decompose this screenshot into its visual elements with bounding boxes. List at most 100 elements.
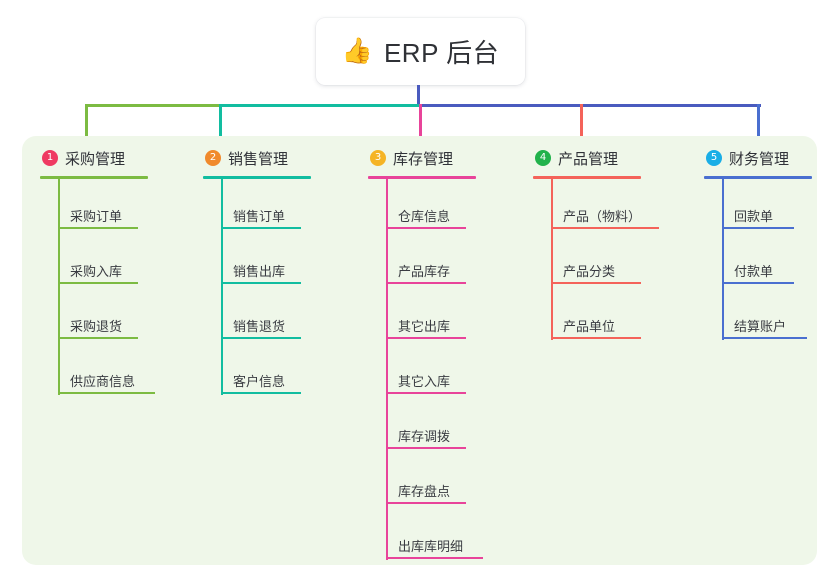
list-item[interactable]: 销售退货: [203, 289, 311, 344]
column-items-purchase: 采购订单采购入库采购退货供应商信息: [40, 179, 155, 399]
column-sales: 2 销售管理销售订单销售出库销售退货客户信息: [203, 146, 311, 399]
column-header-sales[interactable]: 2 销售管理: [203, 146, 311, 170]
bus-segment-teal: [219, 104, 422, 107]
list-item-label: 销售退货: [233, 319, 286, 334]
list-item-rule: [386, 227, 466, 229]
list-item-label: 产品（物料）: [563, 209, 642, 224]
list-item-label: 出库库明细: [398, 539, 464, 554]
list-item[interactable]: 采购入库: [40, 234, 148, 289]
column-rule-inventory: [368, 176, 476, 179]
list-item[interactable]: 产品分类: [533, 234, 641, 289]
column-header-finance[interactable]: 5 财务管理: [704, 146, 812, 170]
list-item[interactable]: 产品库存: [368, 234, 476, 289]
badge-number-2: 2: [205, 150, 221, 166]
list-item-rule: [58, 227, 138, 229]
list-item[interactable]: 客户信息: [203, 344, 311, 399]
root-node-erp-backend[interactable]: 👍 ERP 后台: [316, 18, 525, 85]
column-rule-product: [533, 176, 641, 179]
list-item[interactable]: 结算账户: [704, 289, 812, 344]
badge-number-4: 4: [535, 150, 551, 166]
thumbs-up-emoji: 👍: [341, 37, 373, 65]
list-item[interactable]: 库存调拨: [368, 399, 476, 454]
column-spine-finance: [722, 179, 724, 340]
list-item-label: 库存调拨: [398, 429, 451, 444]
list-item-label: 产品库存: [398, 264, 451, 279]
list-item-label: 客户信息: [233, 374, 286, 389]
column-title-sales: 销售管理: [228, 150, 289, 168]
list-item[interactable]: 仓库信息: [368, 179, 476, 234]
list-item[interactable]: 销售订单: [203, 179, 311, 234]
list-item-label: 采购订单: [70, 209, 123, 224]
list-item[interactable]: 供应商信息: [40, 344, 155, 399]
drop-finance: [757, 104, 760, 136]
column-spine-product: [551, 179, 553, 340]
list-item-label: 供应商信息: [70, 374, 136, 389]
badge-number-1: 1: [42, 150, 58, 166]
column-spine-inventory: [386, 179, 388, 560]
list-item[interactable]: 付款单: [704, 234, 812, 289]
column-spine-sales: [221, 179, 223, 395]
list-item-label: 产品分类: [563, 264, 616, 279]
column-finance: 5 财务管理回款单付款单结算账户: [704, 146, 812, 344]
bus-segment-green: [85, 104, 222, 107]
list-item[interactable]: 回款单: [704, 179, 812, 234]
list-item-rule: [221, 282, 301, 284]
list-item[interactable]: 产品单位: [533, 289, 641, 344]
column-title-finance: 财务管理: [729, 150, 790, 168]
drop-inventory: [419, 104, 422, 136]
list-item-label: 回款单: [734, 209, 774, 224]
list-item-rule: [221, 392, 301, 394]
list-item-label: 其它入库: [398, 374, 451, 389]
bus-segment-indigo: [419, 104, 761, 107]
root-node-content: 👍 ERP 后台: [342, 33, 499, 70]
list-item-rule: [386, 282, 466, 284]
drop-product: [580, 104, 583, 136]
list-item-rule: [386, 557, 483, 559]
list-item[interactable]: 其它入库: [368, 344, 476, 399]
list-item-label: 付款单: [734, 264, 774, 279]
list-item-rule: [386, 392, 466, 394]
list-item-label: 采购入库: [70, 264, 123, 279]
drop-purchase: [85, 104, 88, 136]
list-item[interactable]: 采购退货: [40, 289, 148, 344]
list-item[interactable]: 产品（物料）: [533, 179, 659, 234]
column-rule-sales: [203, 176, 311, 179]
column-rule-purchase: [40, 176, 148, 179]
list-item-label: 结算账户: [734, 319, 787, 334]
column-spine-purchase: [58, 179, 60, 395]
list-item[interactable]: 销售出库: [203, 234, 311, 289]
badge-number-5: 5: [706, 150, 722, 166]
drop-sales: [219, 104, 222, 136]
list-item-rule: [58, 282, 138, 284]
list-item-rule: [551, 282, 641, 284]
diagram-background-panel: [22, 136, 817, 565]
list-item-rule: [722, 337, 807, 339]
list-item-rule: [386, 447, 466, 449]
list-item-rule: [722, 227, 794, 229]
trunk-connector: [417, 85, 420, 107]
column-items-inventory: 仓库信息产品库存其它出库其它入库库存调拨库存盘点出库库明细: [368, 179, 483, 564]
column-title-inventory: 库存管理: [393, 150, 454, 168]
list-item-label: 产品单位: [563, 319, 616, 334]
list-item[interactable]: 库存盘点: [368, 454, 476, 509]
list-item[interactable]: 出库库明细: [368, 509, 483, 564]
list-item-rule: [221, 227, 301, 229]
list-item[interactable]: 采购订单: [40, 179, 148, 234]
list-item-rule: [722, 282, 794, 284]
column-items-product: 产品（物料） 产品分类产品单位: [533, 179, 659, 344]
list-item-rule: [551, 337, 641, 339]
list-item[interactable]: 其它出库: [368, 289, 476, 344]
list-item-rule: [386, 502, 466, 504]
list-item-rule: [386, 337, 466, 339]
list-item-label: 库存盘点: [398, 484, 451, 499]
column-items-finance: 回款单付款单结算账户: [704, 179, 812, 344]
list-item-label: 采购退货: [70, 319, 123, 334]
root-node-title: ERP 后台: [383, 38, 500, 68]
list-item-label: 销售出库: [233, 264, 286, 279]
